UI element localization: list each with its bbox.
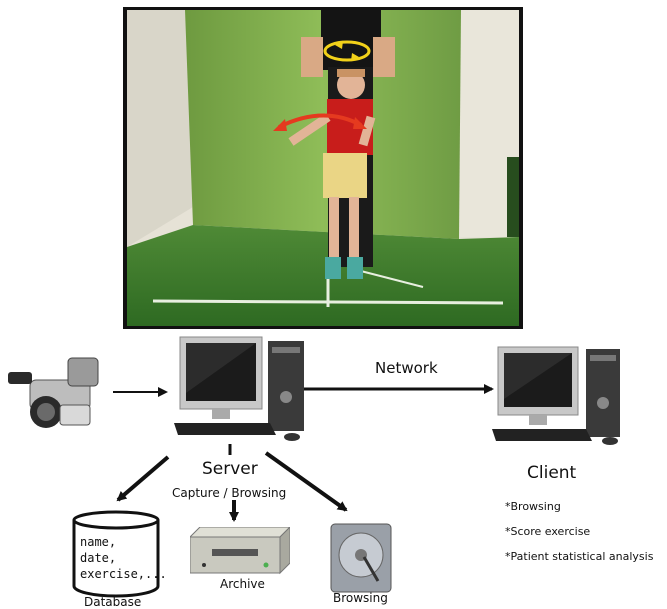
server-sublabel: Capture / Browsing: [172, 486, 287, 500]
database-field-list: name, date, exercise,...: [80, 534, 167, 582]
server-label: Server: [202, 459, 258, 479]
database-field: date,: [80, 551, 117, 565]
database-field: exercise,...: [80, 567, 167, 581]
client-feature: *Score exercise: [505, 525, 591, 538]
client-feature-list: *Browsing *Score exercise *Patient stati…: [505, 494, 653, 569]
exercise-photo: [123, 7, 523, 329]
archive-label: Archive: [220, 577, 265, 591]
client-feature: *Browsing: [505, 500, 561, 513]
client-computer-icon: [492, 343, 627, 452]
database-label: Database: [84, 595, 142, 609]
client-label: Client: [527, 463, 577, 483]
tape-drive-icon: [188, 525, 292, 579]
video-camera-icon: [8, 350, 108, 442]
network-label: Network: [375, 359, 438, 377]
browsing-label: Browsing: [333, 591, 388, 605]
database-cylinder-icon: [70, 510, 162, 604]
server-to-browsing-arrow: [264, 451, 348, 512]
server-computer-icon: [172, 333, 307, 447]
hard-disk-icon: [330, 523, 392, 597]
server-to-database-arrow: [116, 455, 170, 502]
database-field: name,: [80, 535, 117, 549]
client-feature: *Patient statistical analysis: [505, 550, 654, 563]
